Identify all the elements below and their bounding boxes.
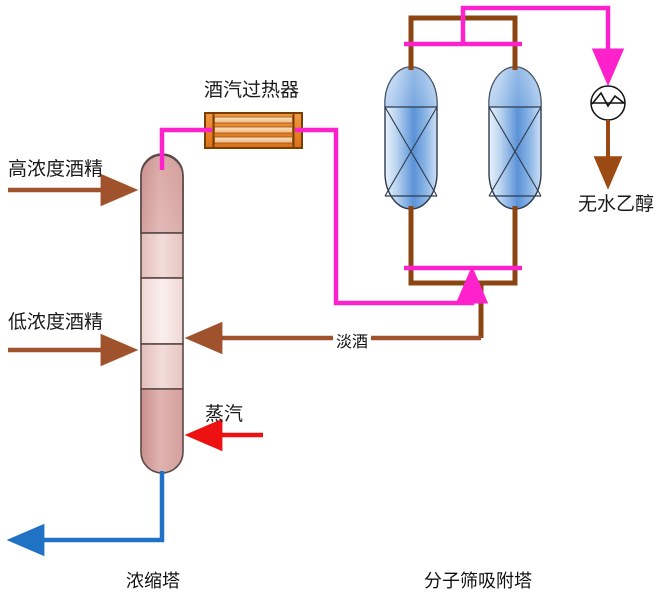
tower-segment-5 (140, 388, 184, 474)
bottom-manifold-piping (408, 206, 518, 338)
superheater-tube-1 (214, 116, 293, 124)
tower-segment-3 (140, 277, 184, 345)
tower-bottoms-outlet (6, 471, 165, 557)
label-superheater: 酒汽过热器 (204, 80, 300, 101)
product-vapour-line (460, 5, 625, 87)
caption-molecular-sieve-tower: 分子筛吸附塔 (424, 571, 532, 591)
caption-concentration-tower: 浓缩塔 (126, 571, 180, 591)
sieve-right-cap-shade (489, 67, 541, 107)
superheater-unit (204, 112, 303, 149)
concentration-tower (140, 153, 184, 474)
bottom-manifold-brown (408, 206, 518, 286)
tower-segment-1-fill (140, 154, 184, 234)
sieve-left-cap-shade (385, 67, 437, 107)
sieve-right-packing-x2 (488, 106, 542, 197)
label-low-conc-alcohol: 低浓度酒精 (8, 312, 104, 333)
label-steam: 蒸汽 (205, 404, 244, 425)
label-weak-liquor: 淡酒 (333, 328, 372, 352)
condenser-symbol (590, 85, 626, 121)
condenser-zigzag (591, 91, 625, 108)
sieve-column-right (488, 66, 542, 210)
vapour-line-superheater-to-sieve (295, 127, 489, 306)
tower-segment-2 (140, 232, 184, 279)
tower-segment-4 (140, 343, 184, 390)
superheater-tube-3 (214, 136, 293, 144)
vapour-line-tower-to-superheater (159, 127, 212, 170)
superheater-tube-2 (214, 126, 293, 134)
label-anhydrous-ethanol: 无水乙醇 (578, 194, 655, 215)
sieve-column-left (384, 66, 438, 210)
label-high-conc-alcohol: 高浓度酒精 (8, 159, 104, 180)
sieve-left-packing-x2 (384, 106, 438, 197)
